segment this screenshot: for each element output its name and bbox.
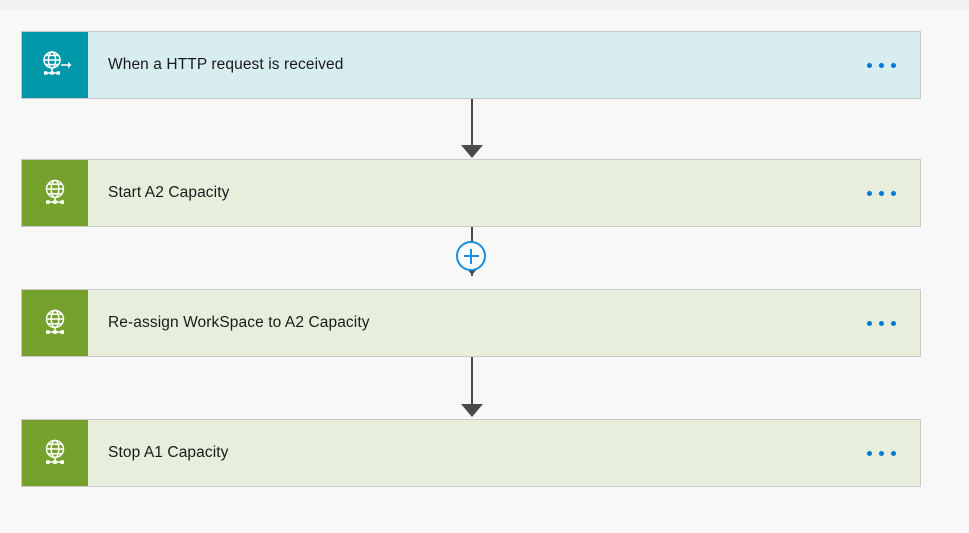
action-card-re-assign-workspace-to-a2-capacity[interactable]: Re-assign WorkSpace to A2 Capacity bbox=[21, 289, 921, 357]
connector-arrowhead-1 bbox=[461, 145, 483, 158]
menu-dot bbox=[879, 320, 884, 326]
menu-dot bbox=[891, 62, 896, 68]
menu-dot bbox=[879, 62, 884, 68]
connector-line-1 bbox=[471, 99, 473, 146]
menu-dot bbox=[879, 450, 884, 456]
card-body: When a HTTP request is received bbox=[88, 32, 920, 98]
card-menu-button[interactable] bbox=[865, 315, 898, 332]
menu-dot bbox=[891, 450, 896, 456]
action-card-stop-a1-capacity[interactable]: Stop A1 Capacity bbox=[21, 419, 921, 487]
menu-dot bbox=[867, 62, 872, 68]
globe-network-icon bbox=[22, 420, 88, 486]
designer-top-strip bbox=[0, 0, 969, 10]
action-card-start-a2-capacity[interactable]: Start A2 Capacity bbox=[21, 159, 921, 227]
menu-dot bbox=[879, 190, 884, 196]
menu-dot bbox=[867, 450, 872, 456]
menu-dot bbox=[891, 320, 896, 326]
card-menu-button[interactable] bbox=[865, 57, 898, 74]
card-menu-button[interactable] bbox=[865, 445, 898, 462]
card-body: Re-assign WorkSpace to A2 Capacity bbox=[88, 290, 920, 356]
card-menu-button[interactable] bbox=[865, 185, 898, 202]
card-title: Stop A1 Capacity bbox=[108, 444, 229, 461]
globe-http-request-icon bbox=[22, 32, 88, 98]
connector-arrowhead-3 bbox=[461, 404, 483, 417]
card-title: When a HTTP request is received bbox=[108, 56, 344, 73]
add-step-plus-button[interactable] bbox=[456, 241, 486, 271]
menu-dot bbox=[867, 190, 872, 196]
connector-line-3 bbox=[471, 357, 473, 405]
action-card-when-a-http-request-is-received[interactable]: When a HTTP request is received bbox=[21, 31, 921, 99]
card-title: Start A2 Capacity bbox=[108, 184, 230, 201]
card-title: Re-assign WorkSpace to A2 Capacity bbox=[108, 314, 370, 331]
globe-network-icon bbox=[22, 290, 88, 356]
card-body: Stop A1 Capacity bbox=[88, 420, 920, 486]
globe-network-icon bbox=[22, 160, 88, 226]
menu-dot bbox=[891, 190, 896, 196]
card-body: Start A2 Capacity bbox=[88, 160, 920, 226]
menu-dot bbox=[867, 320, 872, 326]
